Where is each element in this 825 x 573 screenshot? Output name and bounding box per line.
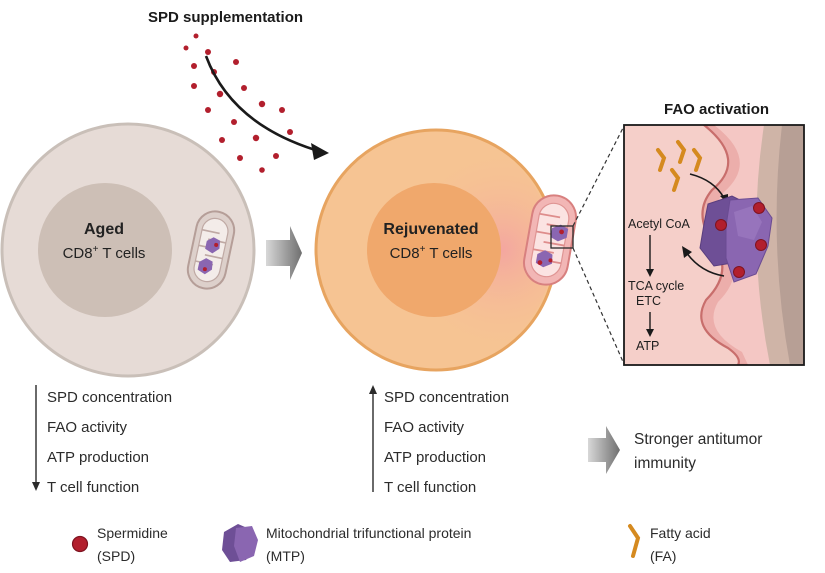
spd-particle-cloud <box>183 33 293 173</box>
supplement-arrowhead <box>311 143 329 160</box>
spd-bound-4 <box>733 266 745 278</box>
rejuvenated-cell <box>314 128 558 372</box>
outcome-line-1: Stronger antitumor <box>634 431 762 448</box>
rejuvenated-list-item-3: ATP production <box>384 449 486 466</box>
rejuvenated-cell-subtitle: CD8+ T cells <box>390 244 473 262</box>
mtp-complex <box>699 195 773 283</box>
spd-bound-3 <box>755 239 767 251</box>
pathway-etc: ETC <box>636 294 661 308</box>
rejuvenated-list-item-1: SPD concentration <box>384 389 509 406</box>
rejuvenated-mitochondrion <box>523 194 577 286</box>
outcome-arrow <box>588 426 620 474</box>
mtp-output-arrowhead <box>682 246 692 258</box>
zoom-selection-box <box>550 225 574 249</box>
spd-bound-1 <box>715 219 727 231</box>
pathway-tca-cycle: TCA cycle <box>628 279 684 293</box>
aged-cell <box>0 122 256 378</box>
fatty-acid-group <box>656 140 703 192</box>
mtp-output-arrow <box>685 251 725 277</box>
pathway-atp: ATP <box>636 339 659 353</box>
legend-mtp-icon <box>222 524 258 562</box>
legend-spd-line-1: Spermidine <box>97 525 168 541</box>
outcome-line-2: immunity <box>634 455 696 472</box>
rejuvenated-up-arrowhead <box>369 385 377 394</box>
legend-fa-icon <box>628 524 641 558</box>
spd-bound-2 <box>753 202 765 214</box>
legend-mtp-line-2: (MTP) <box>266 548 305 564</box>
zoom-line-top <box>572 125 625 227</box>
aged-list-item-2: FAO activity <box>47 419 128 436</box>
legend-spd-line-2: (SPD) <box>97 548 135 564</box>
rejuvenated-list-item-2: FAO activity <box>384 419 465 436</box>
fao-activation-title: FAO activation <box>664 101 769 118</box>
legend-mtp-line-1: Mitochondrial trifunctional protein <box>266 525 471 541</box>
legend-spd-icon <box>71 535 89 553</box>
supplement-arrow <box>204 55 323 154</box>
aged-list-item-3: ATP production <box>47 449 149 466</box>
aged-list-item-4: T cell function <box>47 479 139 496</box>
aged-down-arrowhead <box>32 482 40 491</box>
legend-fa-line-2: (FA) <box>650 548 676 564</box>
spd-supplementation-title: SPD supplementation <box>148 9 303 26</box>
zoom-line-bottom <box>572 247 625 365</box>
pathway-arrowhead-1 <box>646 269 654 277</box>
transition-arrow <box>266 226 302 280</box>
aged-cell-subtitle: CD8+ T cells <box>63 244 146 262</box>
rejuvenated-list-item-4: T cell function <box>384 479 476 496</box>
pathway-arrowhead-2 <box>646 329 654 337</box>
aged-cell-title: Aged <box>84 221 124 238</box>
legend-fa-line-1: Fatty acid <box>650 525 711 541</box>
fa-uptake-arrow <box>689 173 725 199</box>
aged-mitochondrion <box>186 210 236 290</box>
aged-list-item-1: SPD concentration <box>47 389 172 406</box>
rejuvenated-cell-title: Rejuvenated <box>383 221 478 238</box>
pathway-acetyl-coa: Acetyl CoA <box>628 217 690 231</box>
